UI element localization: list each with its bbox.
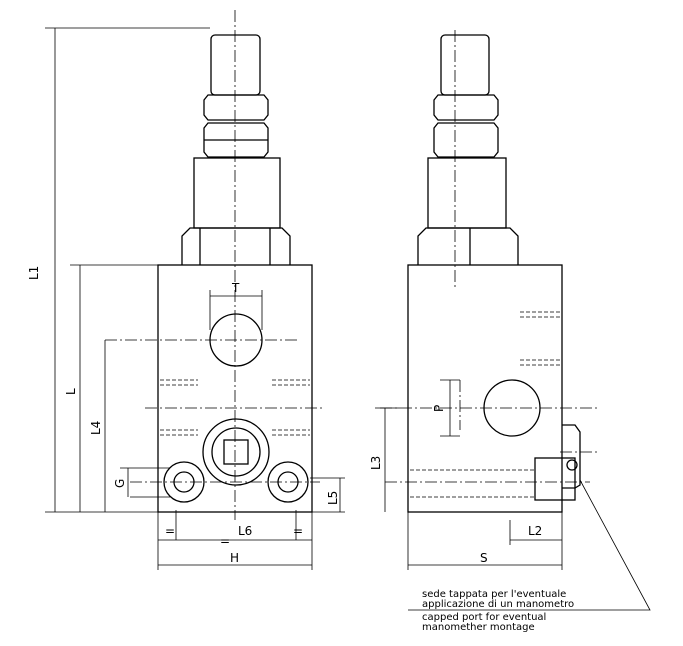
dim-eq-mid: = [220,534,230,548]
note-italian: sede tappata per l'eventuale applicazion… [422,590,574,610]
dim-S: S [480,551,488,565]
dim-eq-left: = [165,524,175,538]
dim-L6: L6 [238,524,252,538]
dim-eq-right: = [293,524,303,538]
note-en-line1: capped port for eventual [422,612,547,623]
dim-L4: L4 [89,421,103,435]
dim-P: P [432,405,446,412]
note-en-line2: manomether montage [422,622,535,633]
note-english: capped port for eventual manomether mont… [422,613,546,633]
note-it-line2: applicazione di un manometro [422,599,575,610]
dim-L3: L3 [369,456,383,470]
note-it-line1: sede tappata per l'eventuale [422,589,567,600]
side-view [407,34,581,513]
dim-L1: L1 [27,266,41,280]
dim-H: H [230,551,239,565]
dim-G: G [113,479,127,488]
dim-L5: L5 [326,491,340,505]
dim-L2: L2 [528,524,542,538]
dim-T: T [231,281,240,295]
dim-L: L [64,388,78,395]
